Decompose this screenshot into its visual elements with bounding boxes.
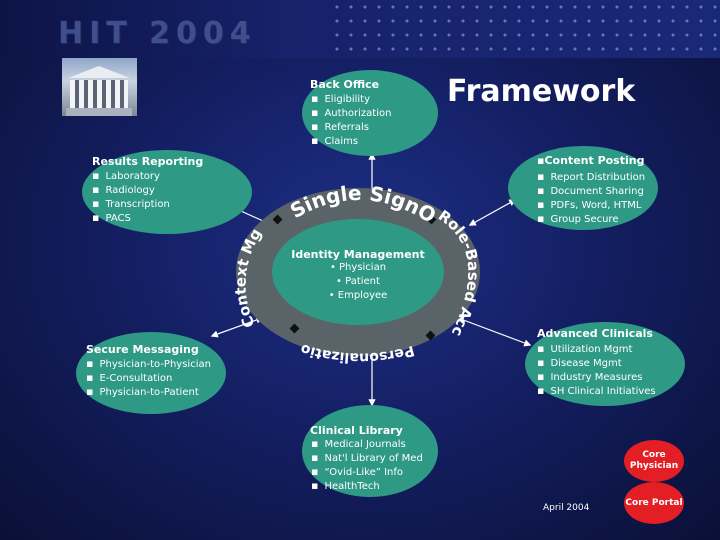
connector-content: [468, 199, 517, 226]
node-items: Eligibility Authorization Referrals Clai…: [311, 92, 391, 148]
date-label: April 2004: [543, 503, 590, 513]
list-item: PDFs, Word, HTML: [537, 198, 645, 212]
building-photo: [62, 58, 137, 116]
slide-title: Framework: [447, 74, 636, 109]
header-banner: HIT 2004: [0, 0, 720, 58]
list-item: SH Clinical Initiatives: [537, 384, 655, 398]
list-item: Report Distribution: [537, 170, 645, 184]
identity-core: [272, 219, 444, 325]
identity-management: Identity Management • Physician • Patien…: [288, 248, 428, 303]
list-item: PACS: [92, 211, 170, 225]
node-title: Back Office: [310, 78, 380, 91]
ring-diamond: [426, 214, 437, 225]
list-item: Disease Mgmt: [537, 356, 656, 370]
list-item: Laboratory: [92, 169, 170, 183]
list-item: Document Sharing: [537, 184, 645, 198]
list-item: E-Consultation: [86, 371, 211, 385]
list-item: Authorization: [311, 106, 391, 120]
ring-diamond: [289, 323, 300, 334]
list-item: Eligibility: [311, 92, 391, 106]
node-items: Report Distribution Document Sharing PDF…: [537, 170, 645, 226]
core-portal-badge: Core Portal: [624, 482, 684, 524]
node-items: Utilization Mgmt Disease Mgmt Industry M…: [537, 342, 656, 398]
node-title-text: Content Posting: [544, 154, 645, 167]
identity-title: Identity Management: [291, 248, 425, 261]
list-item: Referrals: [311, 120, 391, 134]
ring-diamond: [425, 330, 436, 341]
dot-pattern: [330, 0, 720, 58]
identity-item: • Patient: [336, 276, 380, 287]
node-title: Results Reporting: [92, 155, 204, 168]
connector-messaging: [210, 316, 264, 338]
banner-title: HIT 2004: [58, 16, 257, 51]
node-title: Clinical Library: [310, 424, 403, 437]
list-item: Radiology: [92, 183, 170, 197]
identity-item: • Employee: [328, 290, 388, 301]
list-item: Industry Measures: [537, 370, 656, 384]
connector-advanced: [456, 316, 532, 347]
node-items: Medical Journals Nat'l Library of Med “O…: [311, 437, 423, 493]
node-title: ▪Content Posting: [537, 154, 645, 167]
list-item: Group Secure: [537, 212, 645, 226]
list-item: “Ovid-Like” Info: [311, 465, 423, 479]
list-item: Claims: [311, 134, 391, 148]
list-item: Physician-to-Physician: [86, 357, 210, 371]
ring-diamond: [272, 214, 283, 225]
list-item: Medical Journals: [311, 437, 423, 451]
identity-item: • Physician: [329, 262, 387, 273]
node-title: Advanced Clinicals: [537, 327, 653, 340]
list-item: HealthTech: [311, 479, 423, 493]
node-title: Secure Messaging: [86, 343, 199, 356]
list-item: Transcription: [92, 197, 169, 211]
list-item: Utilization Mgmt: [537, 342, 656, 356]
core-physician-badge: Core Physician: [624, 440, 684, 482]
list-item: Nat'l Library of Med: [311, 451, 422, 465]
list-item: Physician-to-Patient: [86, 385, 211, 399]
node-items: Physician-to-Physician E-Consultation Ph…: [86, 357, 211, 399]
node-items: Laboratory Radiology Transcription PACS: [92, 169, 170, 225]
